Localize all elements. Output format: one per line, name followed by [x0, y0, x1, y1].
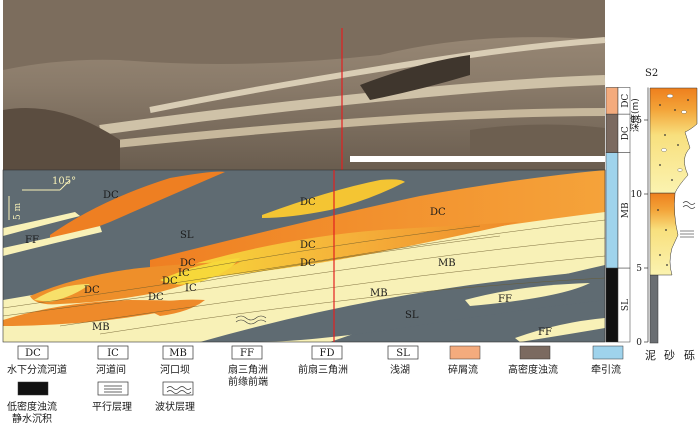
- legend-text2-low-density-turbidity: 静水沉积: [12, 412, 52, 425]
- legend-code-ff: FF: [240, 348, 254, 359]
- legend-item-fd: FD 前扇三角洲: [298, 345, 348, 376]
- facies-bar-label: DC: [621, 126, 631, 140]
- channel-lens-small-yellow: [34, 284, 90, 302]
- facies-bar-segment: [605, 113, 619, 153]
- label-ff-upper-left: FF: [25, 235, 39, 246]
- legend-text-mb: 河口坝: [160, 364, 190, 376]
- outcrop-photo: [3, 0, 606, 170]
- depth-axis: 0 5 10 15: [631, 87, 649, 348]
- legend-item-dc: DC 水下分流河道: [7, 345, 67, 376]
- facies-bar: SL MB DC DC: [605, 87, 631, 343]
- label-ff-lower: FF: [538, 327, 552, 338]
- legend-text-fd: 前扇三角洲: [298, 363, 348, 376]
- label-dc-upper-left: DC: [103, 190, 119, 201]
- legend-code-dc: DC: [25, 348, 41, 359]
- azimuth-label: 105°: [52, 176, 76, 187]
- front-fan-lens-2: [515, 318, 605, 342]
- legend-text-traction-current: 牵引流: [591, 363, 621, 376]
- legend-text-debris-flow: 碎屑流: [448, 363, 478, 376]
- label-ic-1: IC: [178, 268, 190, 279]
- label-sl-lower: SL: [405, 310, 419, 321]
- label-dc-c2: DC: [148, 292, 164, 303]
- facies-bar-label-box: [617, 87, 631, 115]
- legend: DC 水下分流河道 IC 河道间 MB 河口坝 FF 扇三角洲 前缘前端 FD …: [7, 345, 624, 425]
- front-fan-lens-1: [465, 283, 590, 306]
- channel-wedge-upper: [150, 170, 605, 268]
- legend-item-sl: SL 浅湖: [387, 345, 419, 376]
- label-ic-2: IC: [185, 283, 197, 294]
- facies-bar-segment: [605, 267, 619, 343]
- scale-label: 5 m: [13, 202, 23, 220]
- legend-item-high-density-turbidity: 高密度浊流: [508, 345, 558, 376]
- label-mb-centre: MB: [370, 288, 388, 299]
- legend-text-wavy-lamination: 波状层理: [155, 400, 195, 413]
- legend-code-ic: IC: [107, 348, 119, 359]
- cross-section: [3, 170, 605, 342]
- legend-text-ic: 河道间: [96, 363, 126, 376]
- legend-item-ff: FF 扇三角洲 前缘前端: [228, 345, 268, 388]
- legend-item-mb: MB 河口坝: [160, 345, 194, 376]
- facies-bar-label: MB: [621, 202, 631, 218]
- legend-item-traction-current: 牵引流: [591, 345, 624, 376]
- legend-item-debris-flow: 碎屑流: [448, 345, 481, 376]
- lake-lens-middle: [200, 270, 605, 342]
- depth-tick-label: 15: [631, 116, 643, 126]
- legend-text-low-density-turbidity: 低密度浊流: [7, 400, 57, 413]
- legend-text2-ff: 前缘前端: [228, 375, 268, 388]
- label-dc-left: DC: [84, 285, 100, 296]
- channel-body-middle: [180, 222, 520, 278]
- label-dc-wedge: DC: [430, 207, 446, 218]
- facies-bar-label: SL: [621, 299, 631, 311]
- legend-text-parallel-lamination: 平行层理: [92, 400, 132, 413]
- legend-code-sl: SL: [396, 348, 410, 359]
- grain-label-gravel: 砾: [684, 349, 695, 362]
- label-dc-mid-1: DC: [300, 240, 316, 251]
- column-title: S2: [645, 68, 658, 79]
- legend-item-parallel-lamination: 平行层理: [92, 381, 132, 413]
- label-mb-lower: MB: [92, 322, 110, 333]
- facies-bar-label: DC: [621, 94, 631, 108]
- depth-tick-label: 10: [631, 190, 643, 200]
- depth-axis-label: 深度(m): [629, 98, 641, 132]
- legend-text-ff: 扇三角洲: [228, 363, 268, 376]
- facies-bar-segment: [605, 87, 619, 115]
- lithology-column: [649, 87, 698, 344]
- label-ff-mid: FF: [498, 294, 512, 305]
- grain-label-mud: 泥: [645, 349, 656, 362]
- label-dc-cluster: DC: [180, 258, 196, 269]
- depth-tick-label: 0: [636, 338, 642, 348]
- wavy-lamination-mark: [235, 315, 267, 325]
- label-sl-upper: SL: [180, 230, 194, 241]
- legend-code-mb: MB: [169, 348, 187, 359]
- label-dc-upper-lens: DC: [300, 197, 316, 208]
- legend-item-wavy-lamination: 波状层理: [155, 381, 195, 413]
- bedding-lines: [3, 219, 605, 335]
- label-dc-mid-2: DC: [300, 258, 316, 269]
- legend-code-fd: FD: [320, 348, 335, 359]
- front-fan-band-upper-left: [3, 212, 80, 236]
- legend-text-high-density-turbidity: 高密度浊流: [508, 363, 558, 376]
- channel-sliver-upper-left: [50, 171, 225, 238]
- facies-bar-segment: [605, 152, 619, 269]
- wavy-lamination-icon: [166, 386, 192, 394]
- grain-label-sand: 砂: [664, 349, 675, 362]
- azimuth-indicator: [22, 179, 71, 191]
- label-dc-c1: DC: [162, 276, 178, 287]
- label-mb-mid: MB: [438, 258, 456, 269]
- legend-text-dc: 水下分流河道: [7, 363, 67, 376]
- depth-tick-label: 5: [636, 264, 642, 274]
- legend-text-sl: 浅湖: [390, 363, 410, 376]
- legend-item-ic: IC 河道间: [96, 345, 129, 376]
- front-fan-band-upper-left-2: [3, 226, 102, 256]
- legend-item-low-density-turbidity: 低密度浊流 静水沉积: [7, 381, 57, 425]
- parallel-lamination-icon: [104, 385, 122, 393]
